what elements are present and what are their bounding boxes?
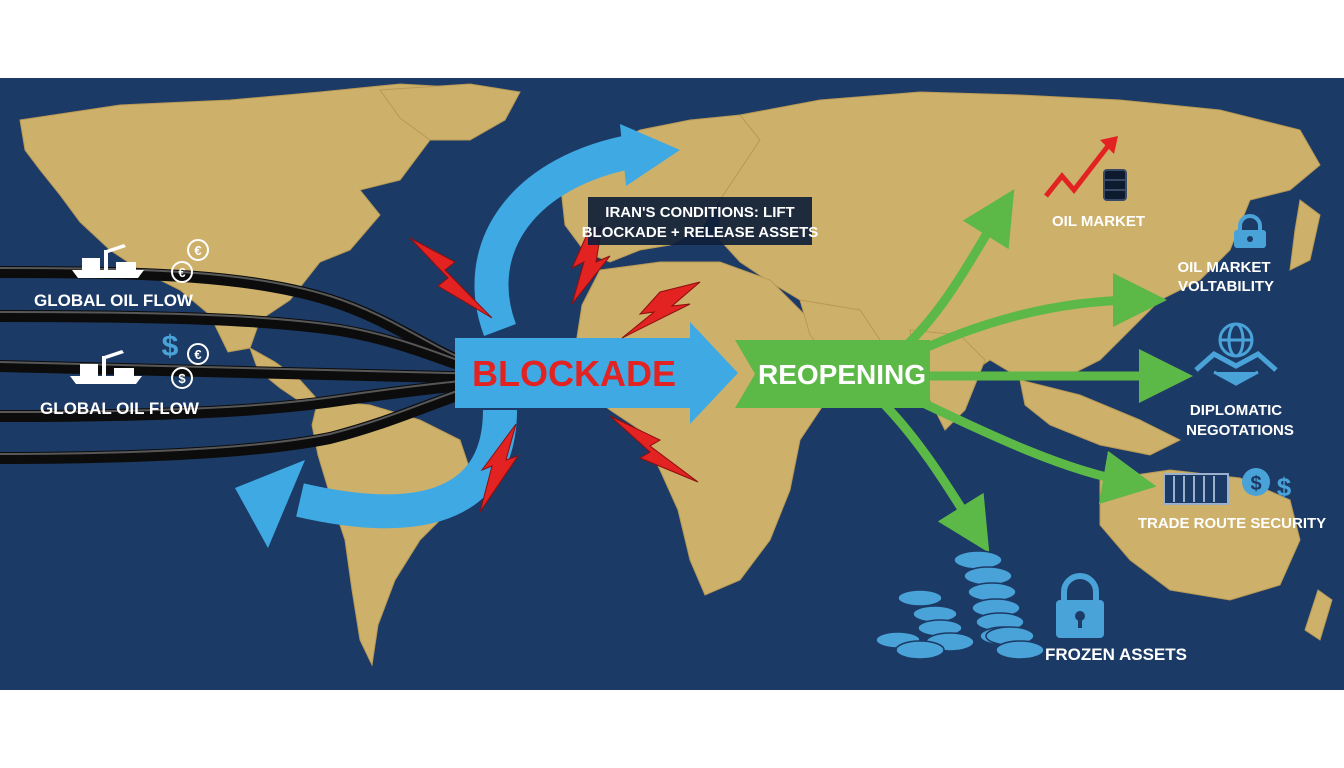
blockade-arrows: [235, 124, 738, 548]
blockade-up-arrow: [474, 133, 643, 336]
volatility-label-line-1: OIL MARKET: [1177, 259, 1270, 276]
pipeline-4: [0, 376, 496, 422]
svg-text:€: €: [194, 243, 201, 258]
ship-icon: [72, 244, 144, 278]
svg-text:$: $: [178, 371, 186, 386]
continent-greenland: [379, 83, 521, 141]
container-icon: [1163, 473, 1229, 505]
global-oil-flow-label-top: GLOBAL OIL FLOW: [34, 291, 194, 310]
reopen-branch-assets: [875, 395, 990, 553]
svg-text:€: €: [178, 265, 185, 280]
coin-stack-icon: [875, 550, 1045, 660]
blockade-main-arrow: [455, 322, 738, 424]
global-oil-flow-label-bottom: GLOBAL OIL FLOW: [40, 399, 200, 418]
euro-coin-icon: €: [171, 261, 193, 283]
continent-japan: [1289, 199, 1321, 271]
continent-north-america: [19, 83, 471, 353]
svg-text:$: $: [1277, 472, 1292, 502]
conditions-line-1: IRAN'S CONDITIONS: LIFT: [605, 204, 794, 221]
continent-south-america: [311, 399, 471, 667]
oil-barrel-icon: [1103, 169, 1127, 201]
dollar-symbol-icon: $: [162, 330, 179, 363]
dollar-coin-icon: $: [171, 367, 193, 389]
rising-trend-icon: [1044, 136, 1118, 198]
blockade-up-arrowhead: [620, 124, 680, 186]
handshake-globe-icon: [1194, 322, 1278, 386]
blockade-down-arrowhead: [235, 460, 305, 548]
dollar-badge-icon: $ $: [1242, 468, 1292, 502]
padlock-icon: [1234, 214, 1266, 248]
euro-coin-icon: €: [187, 239, 209, 261]
pipeline-2: [0, 310, 496, 380]
oil-market-label: OIL MARKET: [1052, 213, 1145, 230]
euro-coin-icon: €: [187, 343, 209, 365]
ship-icon: [70, 350, 142, 384]
frozen-assets-label: FROZEN ASSETS: [1045, 645, 1187, 664]
trade-route-security-label: TRADE ROUTE SECURITY: [1138, 515, 1326, 532]
svg-text:€: €: [194, 347, 201, 362]
conditions-line-2: BLOCKADE + RELEASE ASSETS: [582, 224, 819, 241]
reopening-main-arrow: [735, 340, 930, 408]
svg-text:$: $: [1250, 473, 1261, 495]
reopening-label: REOPENING: [758, 359, 926, 390]
continent-new-zealand: [1304, 589, 1333, 641]
volatility-label-line-2: VOLTABILITY: [1178, 278, 1274, 295]
pipeline-5: [0, 379, 496, 464]
iran-conditions-box: IRAN'S CONDITIONS: LIFT BLOCKADE + RELEA…: [582, 197, 819, 245]
lightning-bolt-icon: [621, 281, 701, 339]
lightning-bolt-icon: [479, 423, 520, 513]
lightning-bolt-icon: [609, 415, 699, 483]
lightning-bolts: [409, 225, 701, 513]
lightning-bolt-icon: [409, 237, 493, 319]
diplomatic-label-line-1: DIPLOMATIC: [1190, 402, 1282, 419]
diplomatic-label-line-2: NEGOTATIONS: [1186, 422, 1294, 439]
blockade-down-arrow: [296, 409, 517, 529]
padlock-icon: [1056, 573, 1104, 638]
blockade-label: BLOCKADE: [472, 353, 676, 394]
